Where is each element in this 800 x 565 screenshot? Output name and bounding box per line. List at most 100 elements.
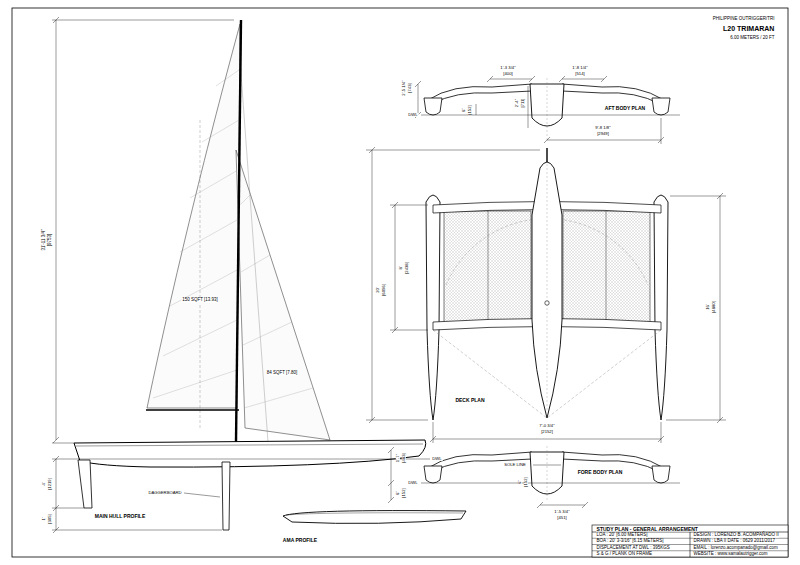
- sole-line: [533, 465, 561, 466]
- dimension-line: [476, 104, 477, 115]
- dimension-line: [56, 20, 57, 440]
- fore-body-plan: [388, 446, 680, 508]
- dimension-line: [366, 150, 540, 420]
- dimension-text: [305]: [48, 514, 52, 525]
- ama-section: [424, 98, 442, 115]
- label-text: DWL: [408, 113, 419, 117]
- ama-deck: [426, 195, 440, 420]
- dimension-text: 1'-7": [396, 453, 400, 463]
- rudder: [78, 460, 92, 508]
- dimension-line: [537, 502, 588, 508]
- aft-body-plan: [415, 76, 680, 144]
- title-block: [592, 538, 788, 551]
- ama-profile: [283, 511, 466, 524]
- mast-step: [545, 301, 549, 305]
- dimension-text: [152]: [524, 477, 528, 488]
- ama-profile: [283, 511, 466, 524]
- jib-panel-line: [244, 388, 313, 408]
- dimension-text: 2'-4": [515, 98, 519, 108]
- dimension-text: [152]: [402, 488, 406, 499]
- label-text: [2152]: [541, 430, 554, 434]
- trampoline: [444, 211, 531, 324]
- label-text: SOLE LINE: [504, 463, 527, 467]
- dimension-line: [53, 508, 59, 533]
- label-text: BOA : 20' 3-3/16" [6.15 METERS]: [596, 539, 664, 544]
- leader-line: [184, 493, 220, 497]
- dimension-line: [52, 443, 74, 444]
- dimension-line: [388, 447, 588, 508]
- label-text: 150 SQFT [13.93]: [182, 298, 219, 303]
- ama-deck: [654, 195, 668, 420]
- dimension-line: [52, 459, 62, 460]
- dimension-line: [487, 76, 535, 82]
- dimension-text: [4880]: [712, 301, 716, 314]
- label-text: S & G / PLANK ON FRAME: [596, 552, 653, 557]
- dimension-text: [711]: [521, 98, 525, 108]
- centre-of-effort-line: [200, 120, 201, 430]
- label-text: 1'-5 3/4": [554, 510, 571, 514]
- jib: [236, 150, 330, 440]
- mast: [236, 20, 241, 442]
- label-text: 84 SQFT [7.80]: [266, 371, 298, 376]
- dimension-line: [53, 17, 59, 443]
- dimension-line: [559, 76, 607, 82]
- dimension-text: 4': [42, 482, 46, 486]
- dimension-text: 6": [462, 107, 466, 112]
- waterline: [62, 459, 430, 460]
- dimension-line: [392, 202, 398, 333]
- sail-panel-line: [216, 70, 239, 86]
- dimension-text: 1': [42, 517, 46, 521]
- dimension-line: [52, 508, 84, 509]
- label-text: DWL: [432, 457, 443, 461]
- title-block: [592, 525, 788, 557]
- sail-panel-line: [190, 170, 238, 198]
- sheeting-line: [433, 330, 661, 418]
- ama-section: [652, 98, 670, 115]
- dimension-line: [366, 147, 726, 443]
- label-text: DISPLACEMENT AT DWL : 395KGS: [596, 545, 670, 550]
- dimension-line: [666, 196, 726, 420]
- waterline: [421, 483, 680, 484]
- dimension-text: [483]: [402, 453, 406, 464]
- sheet-border: [12, 8, 788, 557]
- dimension-line: [52, 530, 222, 531]
- dimension-line: [52, 20, 234, 21]
- dimension-line: [528, 86, 529, 128]
- shroud: [240, 60, 268, 442]
- dimension-line: [390, 205, 428, 330]
- dimension-text: 6": [396, 490, 400, 495]
- label-text: DAGGERBOARD: [148, 491, 182, 495]
- sail-panel-line: [170, 270, 237, 306]
- title-block: [592, 525, 788, 557]
- label-text: STUDY PLAN - GENERAL ARRANGEMENT: [596, 526, 699, 531]
- label-text: DRAWN : LBA II DATE : 0629 2011/2017: [693, 539, 776, 544]
- dimension-text: [6096]: [382, 284, 386, 297]
- dimension-text: 2'-5 1/4": [402, 80, 406, 97]
- dimension-text: [743]: [408, 83, 412, 94]
- dimension-line: [369, 147, 375, 423]
- dimension-text: 20': [376, 287, 380, 294]
- centreline: [547, 78, 548, 140]
- label-text: PHILIPPINE OUTRIGGER/TRI: [712, 17, 775, 22]
- label-text: WEBSITE : www.samalautrigger.com: [693, 552, 768, 557]
- dimension-text: [9753]: [48, 233, 53, 247]
- jib-panel-line: [240, 195, 313, 408]
- sail-panel-line: [202, 120, 239, 142]
- ama-section: [652, 466, 670, 483]
- sail-panel-line: [153, 370, 237, 398]
- label-text: LOA : 20' [6.00 METERS]: [596, 533, 648, 538]
- label-text: 7'-0 3/4": [539, 424, 556, 428]
- daggerboard: [222, 462, 230, 530]
- label-text: [451]: [557, 516, 568, 520]
- dimension-text: 31'-11 3/4": [42, 229, 47, 251]
- rudder-stock: [546, 148, 547, 162]
- centreline: [547, 446, 548, 502]
- dimension-line: [661, 118, 662, 144]
- dimension-line: [388, 447, 394, 503]
- boom: [146, 409, 239, 411]
- dimension-text: 8': [399, 266, 403, 270]
- dimension-text: [2438]: [405, 262, 409, 275]
- label-text: DWL: [408, 481, 419, 485]
